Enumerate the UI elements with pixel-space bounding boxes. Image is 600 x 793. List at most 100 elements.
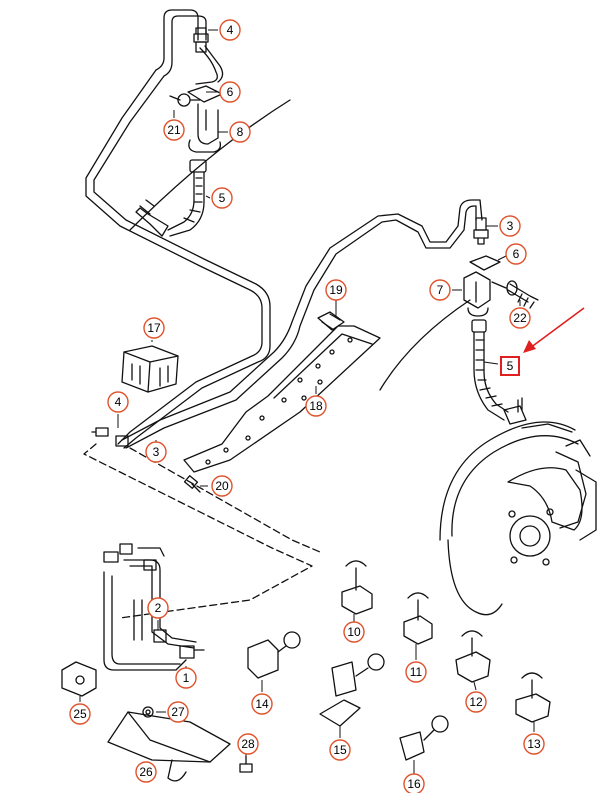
callout-circle [211,475,233,497]
callout-circle [499,215,521,237]
clip-16 [399,715,449,761]
callout-c5b: 5 [500,356,520,376]
callout-label: 4 [227,23,234,37]
fitting-4-lower [91,427,129,447]
callout-circle [107,391,129,413]
brake-pipe-middle [121,199,483,449]
callout-circle [229,121,251,143]
callout-c10: 10 [343,621,365,643]
line-art [61,9,597,782]
callout-circle [163,119,185,141]
callout-label: 7 [437,283,444,297]
bracket-upper [169,85,223,153]
clip-13 [515,672,551,723]
callout-c6b: 6 [505,243,527,265]
body-contour [129,99,471,391]
clip-11 [403,592,433,645]
callout-c21: 21 [163,119,185,141]
callout-circle [523,733,545,755]
callout-circle [69,703,91,725]
callout-label: 18 [309,399,323,413]
callout-c14: 14 [251,693,273,715]
fitting-4-top [193,27,209,53]
callout-label: 11 [410,665,423,679]
callout-label: 25 [73,707,87,721]
callout-label: 21 [167,123,181,137]
callout-label: 15 [333,743,347,757]
callout-circle [305,395,327,417]
callout-label: 8 [237,125,244,139]
callout-c13: 13 [523,733,545,755]
callout-label: 1 [183,671,190,685]
callout-label: 14 [255,697,269,711]
callout-circle [505,243,527,265]
callout-c4a: 4 [219,19,241,41]
callout-label: 22 [513,311,527,325]
bracket-18 [183,311,381,473]
callout-label: 10 [347,625,361,639]
callout-c26: 26 [135,761,157,783]
callout-c12: 12 [465,691,487,713]
callout-label: 28 [241,737,255,751]
callout-label: 17 [147,321,161,335]
callout-c28: 28 [237,733,259,755]
bracket-26 [107,711,231,782]
callout-label: 16 [407,777,421,791]
callout-circle [219,19,241,41]
clip-25 [61,661,97,697]
callout-label: 27 [171,705,185,719]
screw-20 [183,475,201,493]
callout-circle [237,733,259,755]
brake-hose-upper [135,159,207,237]
highlight-box [500,356,520,376]
callout-label: 20 [215,479,229,493]
callout-circle [219,81,241,103]
callout-c27: 27 [167,701,189,723]
callout-circle [403,773,425,793]
callout-label: 6 [513,247,520,261]
bracket-right [463,255,507,317]
callout-c1: 1 [175,667,197,689]
callout-c20: 20 [211,475,233,497]
part-17-block [121,345,179,393]
callout-c4b: 4 [107,391,129,413]
bolt-22 [506,280,539,309]
callout-label: 2 [155,601,162,615]
callout-label: 3 [507,219,514,233]
callout-c22: 22 [509,307,531,329]
callout-c5a: 5 [211,187,233,209]
clip-15 [319,653,385,727]
brake-hose-right [471,319,527,425]
clip-14 [247,631,301,679]
clip-10 [341,560,373,615]
callout-c7: 7 [429,279,451,301]
callout-label: 3 [153,445,160,459]
bolt-28 [239,755,253,773]
brake-pipe-upper-left [85,9,271,449]
callout-label: 12 [469,695,483,709]
callout-circle [429,279,451,301]
callout-c8: 8 [229,121,251,143]
callout-c2: 2 [147,597,169,619]
callout-c11: 11 [405,661,427,683]
callout-circle [405,661,427,683]
callout-c25: 25 [69,703,91,725]
callout-label: 6 [227,85,234,99]
callout-circle [145,441,167,463]
callout-circle [329,739,351,761]
callout-circle [167,701,189,723]
callout-circle [135,761,157,783]
callout-circle [211,187,233,209]
callout-circle [343,621,365,643]
callout-c15: 15 [329,739,351,761]
callout-circle [147,597,169,619]
callout-c3a: 3 [499,215,521,237]
callout-c6a: 6 [219,81,241,103]
callout-c18: 18 [305,395,327,417]
callout-label: 5 [507,359,514,373]
callout-circle [465,691,487,713]
brake-disc [439,421,597,616]
callout-circle [143,317,165,339]
